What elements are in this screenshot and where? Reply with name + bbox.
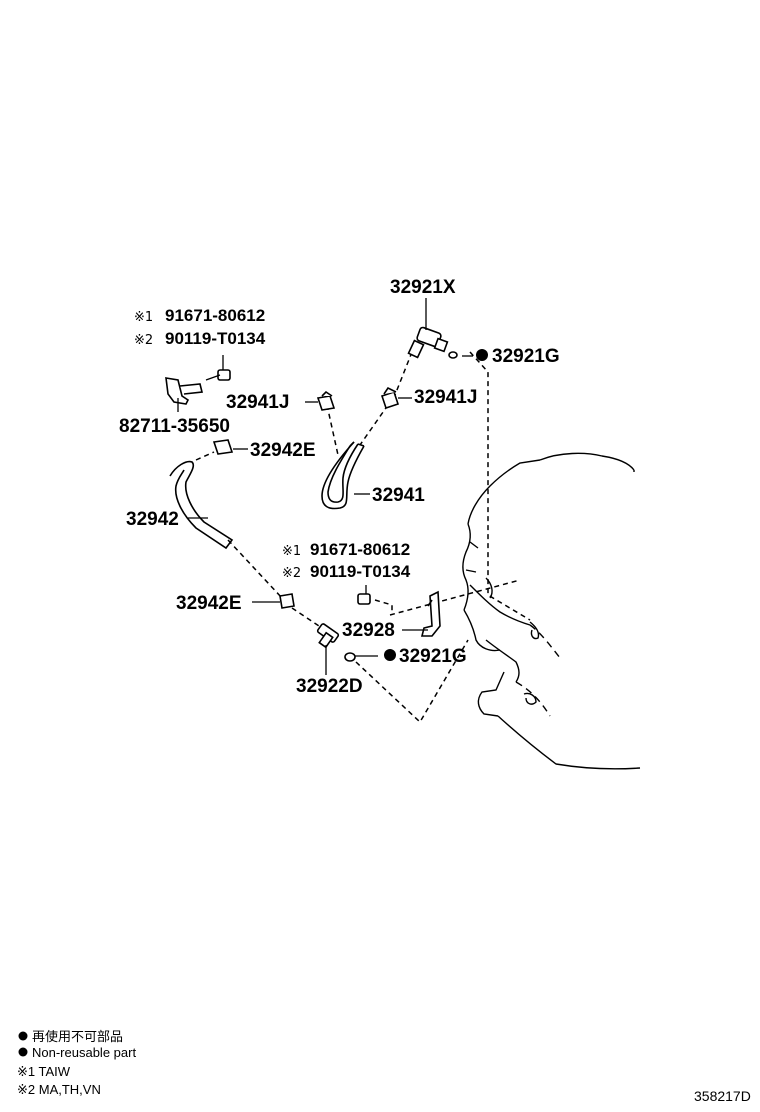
part-32921g-top-drawing — [448, 351, 458, 359]
part-32941j-left-drawing — [316, 390, 336, 411]
part-label-32922d: 32922D — [296, 676, 363, 697]
part-32928-drawing — [420, 590, 441, 637]
part-label-32942e-bottom: 32942E — [176, 593, 242, 614]
part-label-32941j-left: 32941J — [226, 392, 289, 413]
legend-dot-jp — [18, 1031, 28, 1041]
note-block-top-left: ※1 91671-80612 ※2 90119-T0134 — [134, 306, 266, 348]
note-part-number-1: 91671-80612 — [165, 306, 265, 325]
legend-note-2: ※2 MA,TH,VN — [17, 1082, 101, 1097]
legend-non-reusable-en: Non-reusable part — [32, 1045, 136, 1060]
legend-non-reusable-jp: 再使用不可部品 — [32, 1029, 123, 1044]
note-mark-1: ※1 — [134, 310, 153, 325]
part-82711-bracket-drawing — [165, 377, 203, 405]
note-block-middle: ※1 91671-80612 ※2 90119-T0134 — [282, 540, 411, 581]
part-label-32928: 32928 — [342, 620, 395, 641]
note-part-number-2: 90119-T0134 — [165, 329, 266, 348]
part-label-32921g-top: 32921G — [492, 346, 560, 367]
part-32942e-bottom-drawing — [279, 593, 295, 609]
part-label-32941: 32941 — [372, 485, 425, 506]
part-32922d-drawing — [316, 623, 340, 649]
legend-note-1: ※1 TAIW — [17, 1064, 71, 1079]
note-mark-2: ※2 — [282, 566, 301, 581]
diagram-code: 358217D — [694, 1088, 751, 1104]
note-part-number-1: 91671-80612 — [310, 540, 410, 559]
part-label-82711-35650: 82711-35650 — [119, 416, 230, 437]
part-32941-drawing — [321, 441, 365, 510]
part-label-32921g-bottom: 32921G — [399, 646, 467, 667]
legend: 再使用不可部品 Non-reusable part ※1 TAIW ※2 MA,… — [17, 1029, 136, 1097]
bolt-top-drawing — [205, 355, 231, 381]
part-label-32941j-right: 32941J — [414, 387, 477, 408]
part-32921g-bottom-drawing — [344, 652, 356, 662]
non-reusable-dot-bottom — [384, 649, 396, 661]
part-label-32921x: 32921X — [390, 277, 456, 298]
part-32942e-top-drawing — [212, 439, 234, 455]
note-mark-1: ※1 — [282, 544, 301, 559]
part-label-32942e-top: 32942E — [250, 440, 316, 461]
non-reusable-dot-top — [476, 349, 488, 361]
part-32942-drawing — [169, 460, 234, 550]
note-mark-2: ※2 — [134, 333, 153, 348]
legend-dot-en — [18, 1047, 28, 1057]
connection-lines — [195, 351, 531, 724]
engine-outline — [462, 452, 641, 770]
leader-lines — [177, 298, 473, 675]
note-part-number-2: 90119-T0134 — [310, 562, 411, 581]
part-32941j-right-drawing — [380, 386, 400, 410]
bolt-middle-drawing — [357, 585, 371, 605]
part-32921x-drawing — [407, 326, 449, 359]
part-label-32942: 32942 — [126, 509, 179, 530]
